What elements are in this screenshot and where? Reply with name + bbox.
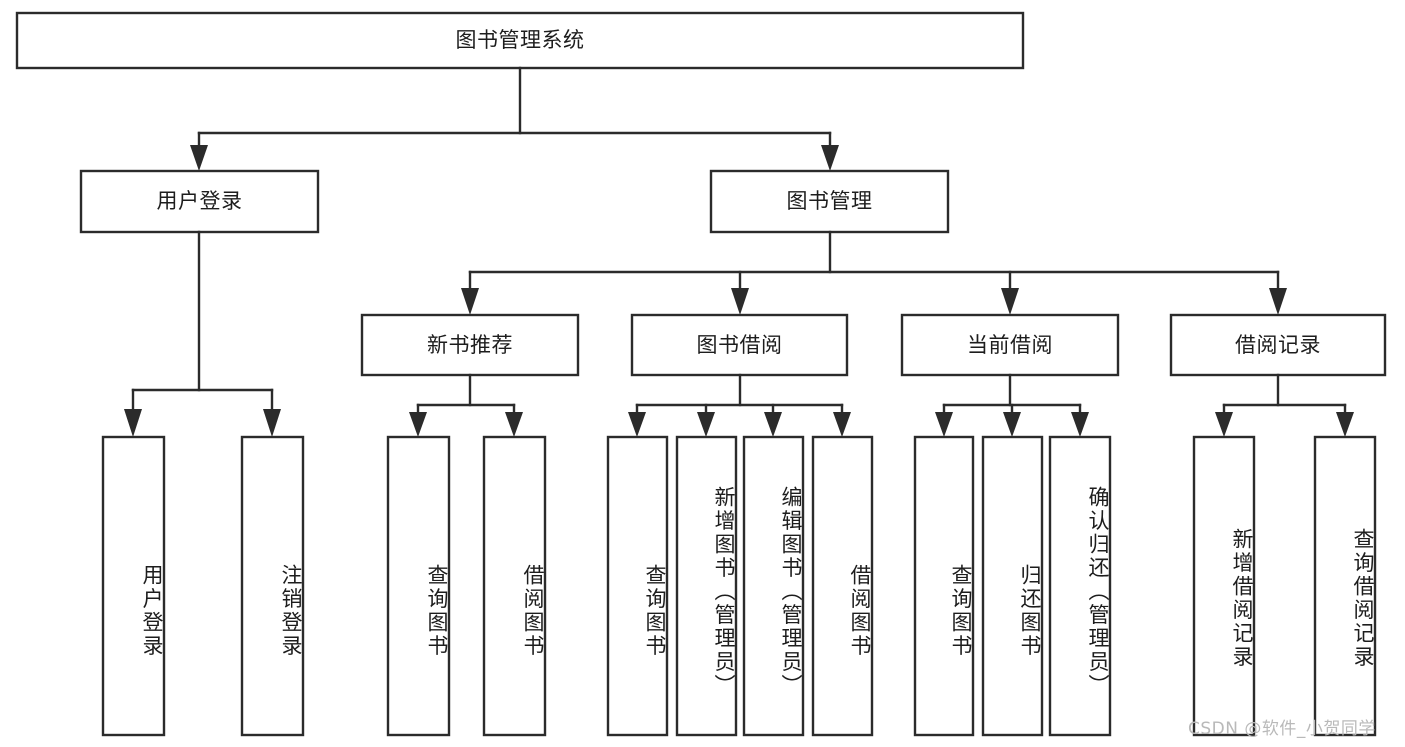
- arrow-head-leaf-record-query: [1336, 412, 1354, 437]
- leaf-box-borrow-lend[interactable]: [811, 435, 874, 737]
- arrow-head-leaf-current-confirm: [1071, 412, 1089, 437]
- leaf-box-record-query[interactable]: [1313, 435, 1377, 737]
- leaf-box-current-return[interactable]: [981, 435, 1044, 737]
- leaf-box-current-confirm[interactable]: [1048, 435, 1112, 737]
- leaf-box-current-query[interactable]: [913, 435, 975, 737]
- connector-user-login-to-leaves: [124, 230, 281, 437]
- arrow-head-leaf-user-logout: [263, 409, 281, 437]
- csdn-watermark: CSDN @软件_小贺同学: [1188, 719, 1376, 739]
- arrow-head-leaf-borrow-lend: [833, 412, 851, 437]
- arrow-head-new-book-recommend: [461, 288, 479, 315]
- arrow-head-book-borrow: [731, 288, 749, 315]
- arrow-head-leaf-recommend-query: [409, 412, 427, 437]
- node-box-book-management[interactable]: [709, 169, 950, 234]
- arrow-head-user-login: [190, 145, 208, 171]
- leaf-box-user-login-logout[interactable]: [240, 435, 305, 737]
- connector-root-to-level2: [190, 66, 839, 171]
- connector-current-borrow-to-leaves: [935, 373, 1089, 437]
- node-box-book-borrow[interactable]: [630, 313, 849, 377]
- leaf-box-user-login-login[interactable]: [101, 435, 166, 737]
- arrow-head-leaf-borrow-edit: [764, 412, 782, 437]
- node-box-new-book-recommend[interactable]: [360, 313, 580, 377]
- arrow-head-leaf-recommend-borrow: [505, 412, 523, 437]
- arrow-head-current-borrow: [1001, 288, 1019, 315]
- arrow-head-borrow-record: [1269, 288, 1287, 315]
- leaf-box-borrow-query[interactable]: [606, 435, 669, 737]
- leaf-box-borrow-edit[interactable]: [742, 435, 805, 737]
- node-box-current-borrow[interactable]: [900, 313, 1120, 377]
- arrow-head-leaf-record-add: [1215, 412, 1233, 437]
- connector-book-management-to-level3: [461, 230, 1287, 315]
- arrow-head-book-management: [821, 145, 839, 171]
- node-box-root[interactable]: [15, 11, 1025, 70]
- leaf-box-recommend-borrow[interactable]: [482, 435, 547, 737]
- node-box-borrow-record[interactable]: [1169, 313, 1387, 377]
- arrow-head-leaf-current-query: [935, 412, 953, 437]
- arrow-head-leaf-borrow-add: [697, 412, 715, 437]
- leaf-box-borrow-add[interactable]: [675, 435, 738, 737]
- leaf-box-recommend-query[interactable]: [386, 435, 451, 737]
- arrow-head-leaf-borrow-query: [628, 412, 646, 437]
- arrow-head-leaf-current-return: [1003, 412, 1021, 437]
- arrow-head-leaf-user-login: [124, 409, 142, 437]
- node-box-user-login[interactable]: [79, 169, 320, 234]
- leaf-box-record-add[interactable]: [1192, 435, 1256, 737]
- connector-book-borrow-to-leaves: [628, 373, 851, 437]
- connector-borrow-record-to-leaves: [1215, 373, 1354, 437]
- connector-recommend-to-leaves: [409, 373, 523, 437]
